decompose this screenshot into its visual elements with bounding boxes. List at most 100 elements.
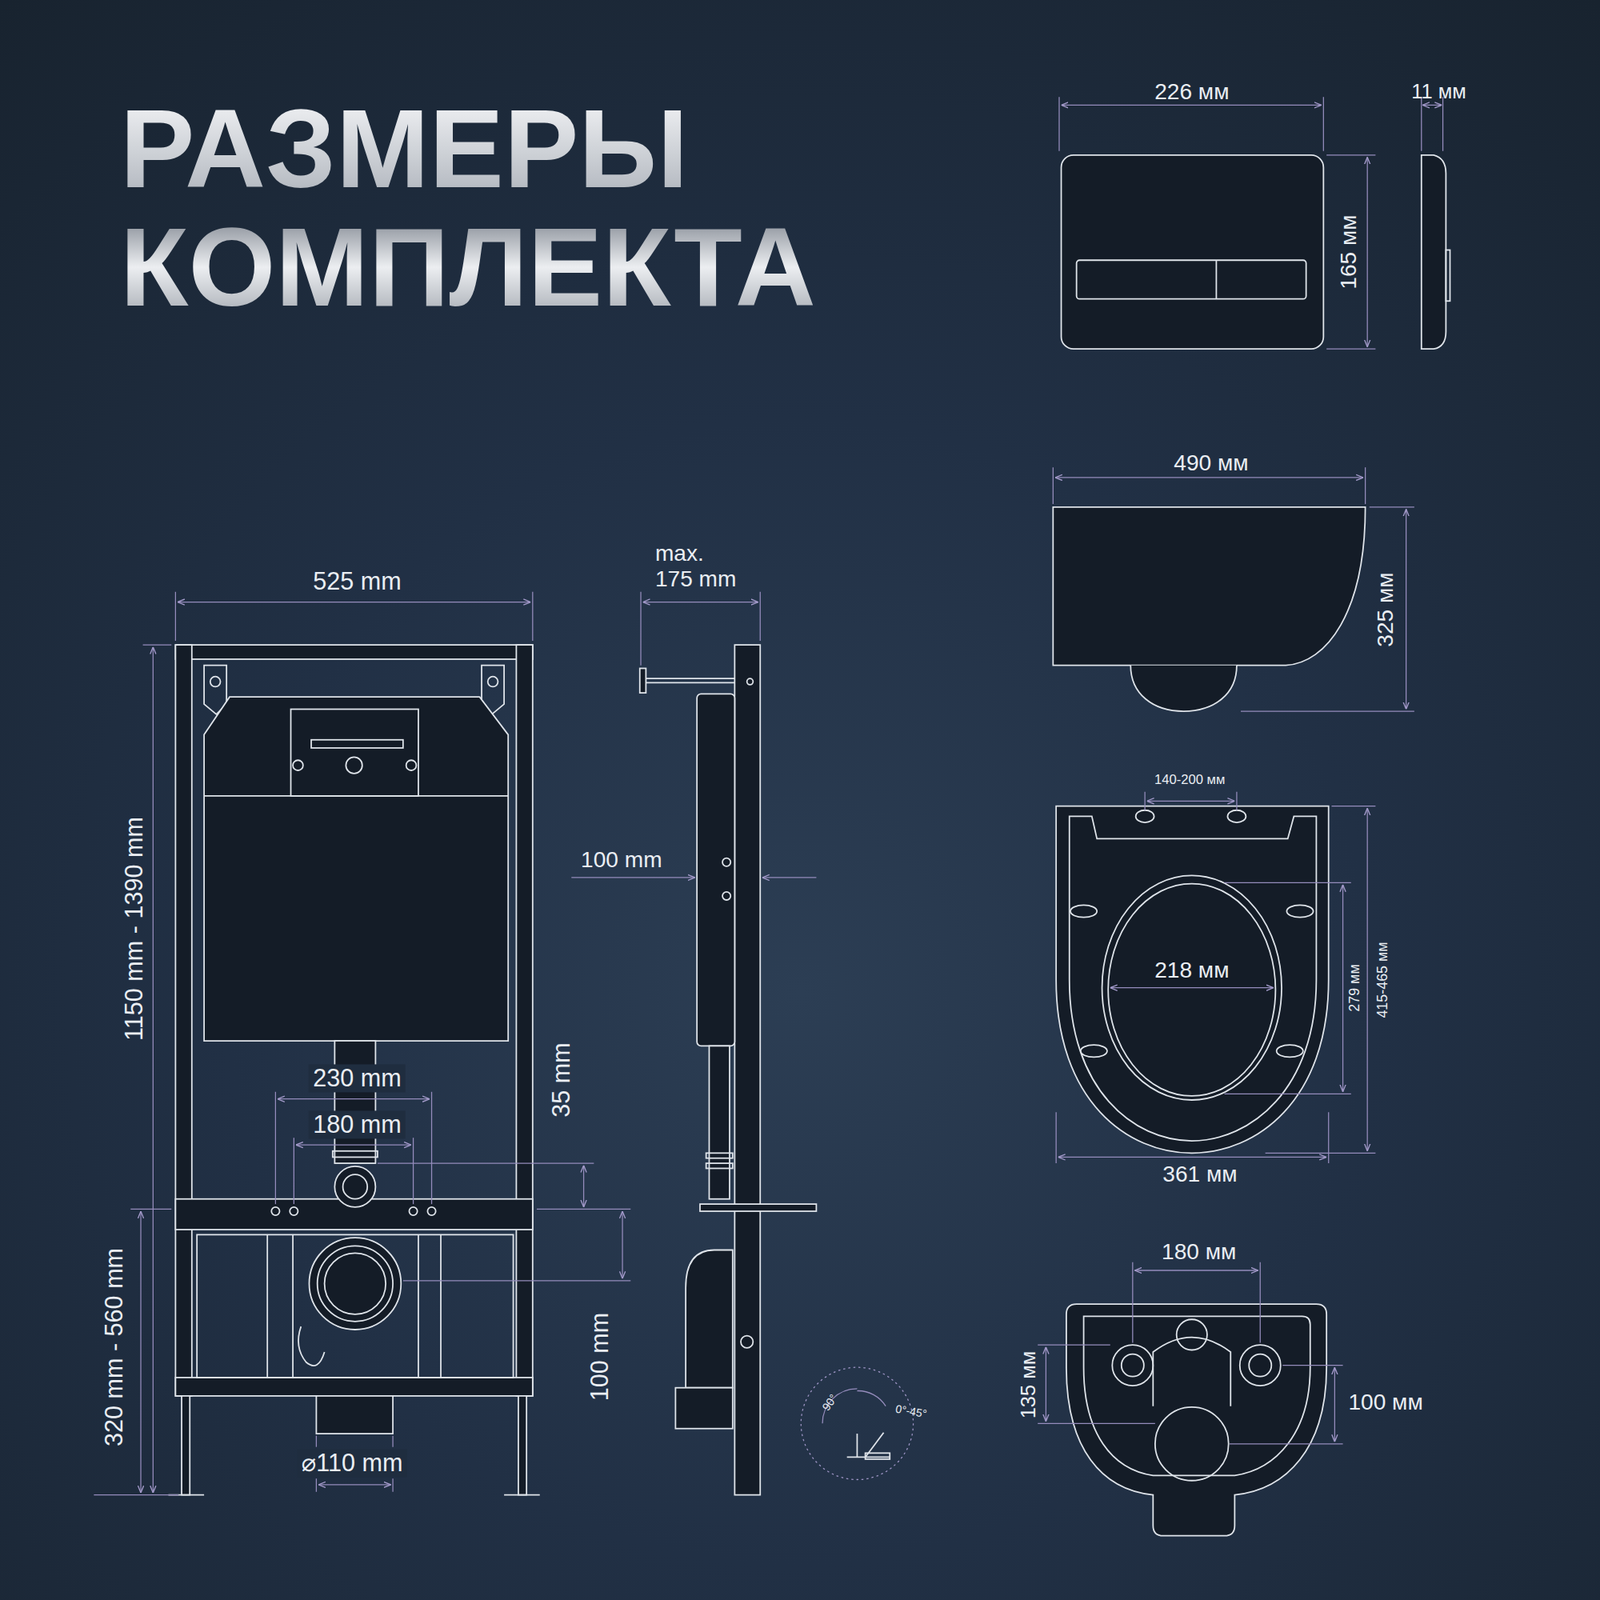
installation-frame bbox=[289, 1207, 298, 1216]
dimension-label: 415-465 мм bbox=[1374, 941, 1392, 1018]
dimension-line bbox=[1405, 508, 1407, 709]
installation-frame bbox=[518, 1396, 527, 1496]
toilet-back bbox=[1084, 1316, 1311, 1476]
frame-side bbox=[706, 1163, 733, 1168]
dimension-line bbox=[377, 1162, 594, 1164]
frame-side bbox=[640, 668, 647, 693]
dimension-label: 525 mm bbox=[312, 567, 402, 596]
installation-frame bbox=[408, 1207, 417, 1216]
dimension-label: 100 мм bbox=[1348, 1388, 1423, 1415]
dimension-line bbox=[1147, 800, 1236, 802]
frame-side bbox=[722, 892, 731, 900]
dimension-line bbox=[1334, 1367, 1336, 1442]
dimension-line bbox=[1052, 467, 1054, 504]
toilet-seat bbox=[1056, 806, 1329, 1154]
toilet-seat bbox=[1080, 1044, 1108, 1057]
installation-frame bbox=[298, 1326, 325, 1366]
dimension-line bbox=[1323, 96, 1324, 152]
dimension-line bbox=[621, 1211, 623, 1279]
dimension-line bbox=[392, 1436, 393, 1448]
dimension-line bbox=[177, 601, 531, 603]
dimension-line bbox=[1144, 792, 1145, 811]
dimension-line bbox=[1061, 104, 1322, 106]
dimension-line bbox=[175, 592, 176, 641]
dimension-label: 226 мм bbox=[1154, 79, 1229, 105]
installation-frame bbox=[316, 1396, 393, 1434]
dimension-line bbox=[1326, 348, 1376, 350]
dimension-line bbox=[318, 1484, 392, 1485]
dimension-line bbox=[643, 601, 759, 603]
dimension-line bbox=[1260, 1262, 1261, 1344]
frame-side bbox=[645, 681, 735, 684]
dimension-line bbox=[1328, 1112, 1329, 1164]
installation-frame bbox=[308, 1237, 401, 1330]
frame-side bbox=[696, 693, 735, 1046]
installation-frame bbox=[417, 1234, 420, 1378]
dimension-line bbox=[1332, 805, 1376, 807]
dimension-label: 180 mm bbox=[308, 1110, 406, 1139]
dimension-line bbox=[1055, 476, 1364, 478]
dimension-label: 35 mm bbox=[547, 1042, 576, 1118]
flush-plate bbox=[1061, 155, 1451, 349]
frame-side bbox=[747, 678, 754, 685]
toilet-seat bbox=[1276, 1044, 1304, 1057]
dimension-line bbox=[760, 592, 761, 641]
dimension-line bbox=[1442, 96, 1444, 152]
dimension-line bbox=[1059, 96, 1444, 349]
toilet-seat bbox=[1227, 810, 1246, 823]
installation-frame bbox=[440, 1234, 442, 1378]
dimension-line bbox=[1326, 154, 1376, 156]
toilet-back bbox=[1066, 1304, 1327, 1536]
dimension-line bbox=[277, 1098, 430, 1100]
dimension-line bbox=[1037, 1344, 1111, 1345]
toilet-seat bbox=[1102, 875, 1282, 1100]
toilet-seat bbox=[1136, 810, 1155, 823]
angle-symbol bbox=[856, 1433, 859, 1457]
dimension-line bbox=[316, 1478, 317, 1492]
dimension-line bbox=[93, 1494, 179, 1496]
dimension-line bbox=[571, 592, 816, 878]
frame-side bbox=[722, 858, 731, 867]
dimension-line bbox=[536, 1208, 631, 1210]
dimension-label: 165 мм bbox=[1336, 214, 1362, 289]
installation-frame bbox=[291, 708, 419, 796]
toilet-side bbox=[1052, 507, 1365, 666]
installation-frame bbox=[406, 760, 417, 771]
installation-frame bbox=[488, 676, 499, 688]
dimension-label: 100 mm bbox=[580, 847, 662, 873]
frame-side bbox=[640, 644, 817, 1496]
toilet-back bbox=[1152, 1337, 1231, 1407]
dimension-label: 90° bbox=[819, 1391, 840, 1413]
frame-side bbox=[645, 677, 735, 680]
toilet-back bbox=[1240, 1344, 1281, 1386]
dimension-label: 0°-45° bbox=[894, 1402, 928, 1421]
dimension-line bbox=[1364, 467, 1366, 504]
dimension-label: 325 мм bbox=[1372, 572, 1399, 647]
dimension-line bbox=[583, 1165, 584, 1208]
toilet-seat bbox=[1108, 884, 1276, 1096]
dimension-line bbox=[1058, 96, 1060, 152]
dimension-line bbox=[130, 1208, 172, 1210]
dimension-label: max. 175 mm bbox=[655, 540, 748, 593]
flush-plate bbox=[1076, 260, 1307, 299]
installation-frame bbox=[345, 756, 362, 773]
dimension-line bbox=[1134, 1269, 1258, 1271]
angle-symbol bbox=[800, 1367, 913, 1480]
installation-frame bbox=[292, 1234, 294, 1378]
installation-frame bbox=[427, 1207, 436, 1216]
installation-frame bbox=[175, 644, 192, 1396]
installation-frame bbox=[292, 760, 304, 771]
flush-plate bbox=[1061, 155, 1324, 349]
toilet-side bbox=[1052, 507, 1365, 712]
angle-symbol bbox=[800, 1367, 913, 1480]
installation-frame bbox=[504, 1494, 540, 1496]
dimension-label: 490 мм bbox=[1173, 450, 1248, 476]
dimension-line bbox=[640, 592, 641, 666]
dimension-line bbox=[1282, 1364, 1343, 1366]
title: РАЗМЕРЫ КОМПЛЕКТА bbox=[120, 89, 920, 327]
dimension-line bbox=[412, 1137, 414, 1204]
dimension-label: 11 мм bbox=[1411, 80, 1467, 104]
dimension-line bbox=[1369, 506, 1415, 508]
installation-frame bbox=[334, 1166, 376, 1208]
dimension-line bbox=[1420, 96, 1422, 152]
